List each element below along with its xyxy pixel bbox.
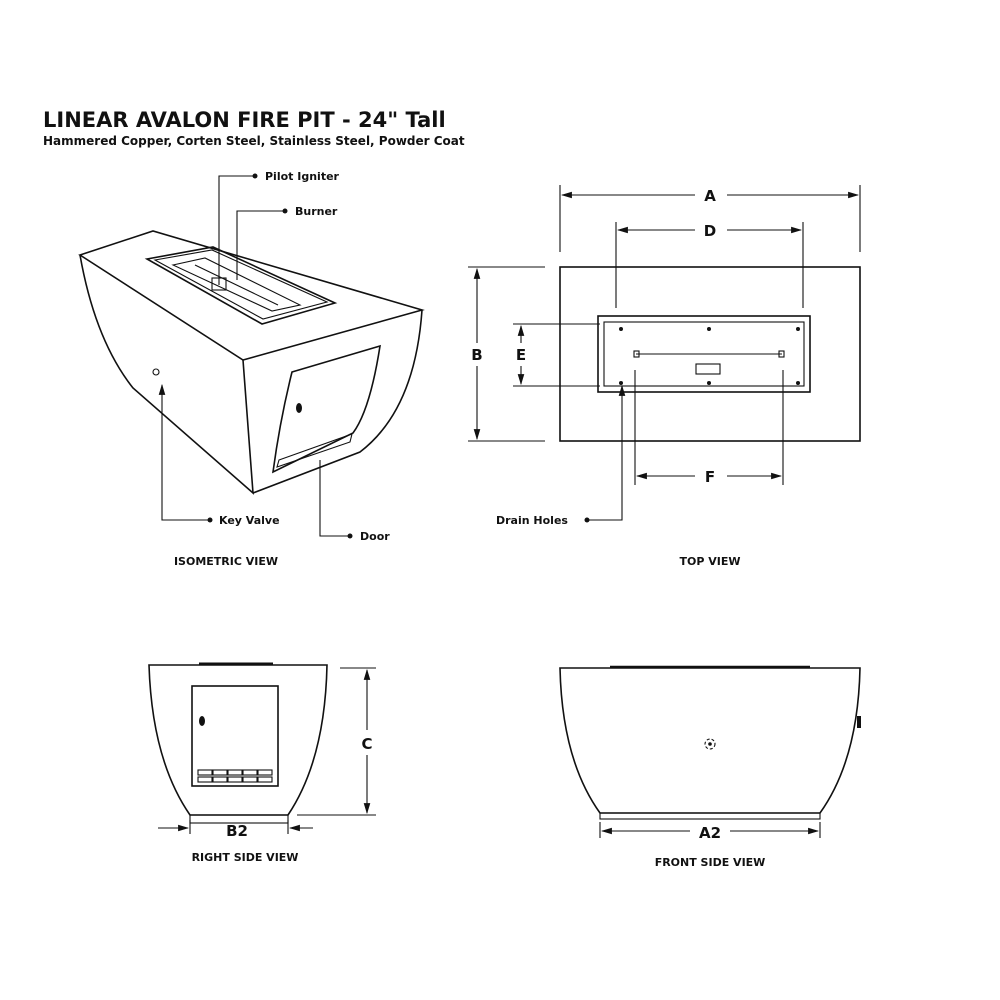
callout-burner: Burner [295, 205, 338, 218]
door-handle-icon [296, 403, 302, 413]
dim-c: C [361, 735, 372, 753]
burner-bar-icon [194, 264, 279, 306]
outline [148, 664, 328, 816]
caption-front-side: FRONT SIDE VIEW [655, 856, 766, 869]
dim-f: F [705, 468, 715, 486]
dim-b2: B2 [226, 822, 248, 840]
top-view: A D B E F Drain Holes TOP VIEW [468, 185, 861, 568]
burner-opening [144, 246, 338, 325]
page-title: LINEAR AVALON FIRE PIT - 24" Tall [43, 108, 446, 132]
dim-b: B [471, 346, 482, 364]
callout-door: Door [360, 530, 390, 543]
key-valve-icon [152, 368, 160, 376]
callout-drain-holes: Drain Holes [496, 514, 568, 527]
right-side-view: C B2 RIGHT SIDE VIEW [148, 662, 376, 864]
isometric-view: Pilot Igniter Burner Key Valve Door ISOM… [78, 170, 425, 568]
door-panel [191, 685, 279, 787]
key-valve-icon [704, 738, 716, 750]
burner-pan [597, 315, 811, 393]
outline [559, 667, 861, 814]
callout-pilot-igniter: Pilot Igniter [265, 170, 340, 183]
dim-a2: A2 [699, 824, 721, 842]
page-subtitle: Hammered Copper, Corten Steel, Stainless… [43, 134, 465, 148]
door-panel [272, 344, 381, 474]
base [189, 814, 289, 824]
top-face [78, 230, 425, 361]
caption-top: TOP VIEW [680, 555, 741, 568]
vent-grille [197, 769, 273, 783]
dim-a: A [704, 187, 716, 205]
callout-key-valve: Key Valve [219, 514, 280, 527]
outline [559, 266, 861, 442]
caption-isometric: ISOMETRIC VIEW [174, 555, 278, 568]
dim-e: E [516, 346, 526, 364]
dim-d: D [704, 222, 716, 240]
right-face [252, 309, 423, 494]
base [599, 812, 821, 820]
caption-right-side: RIGHT SIDE VIEW [192, 851, 299, 864]
front-side-view: A2 FRONT SIDE VIEW [559, 665, 861, 869]
vent-grille [276, 433, 353, 468]
door-handle-icon [199, 716, 205, 726]
left-face [79, 254, 254, 495]
pilot-box [695, 363, 721, 375]
